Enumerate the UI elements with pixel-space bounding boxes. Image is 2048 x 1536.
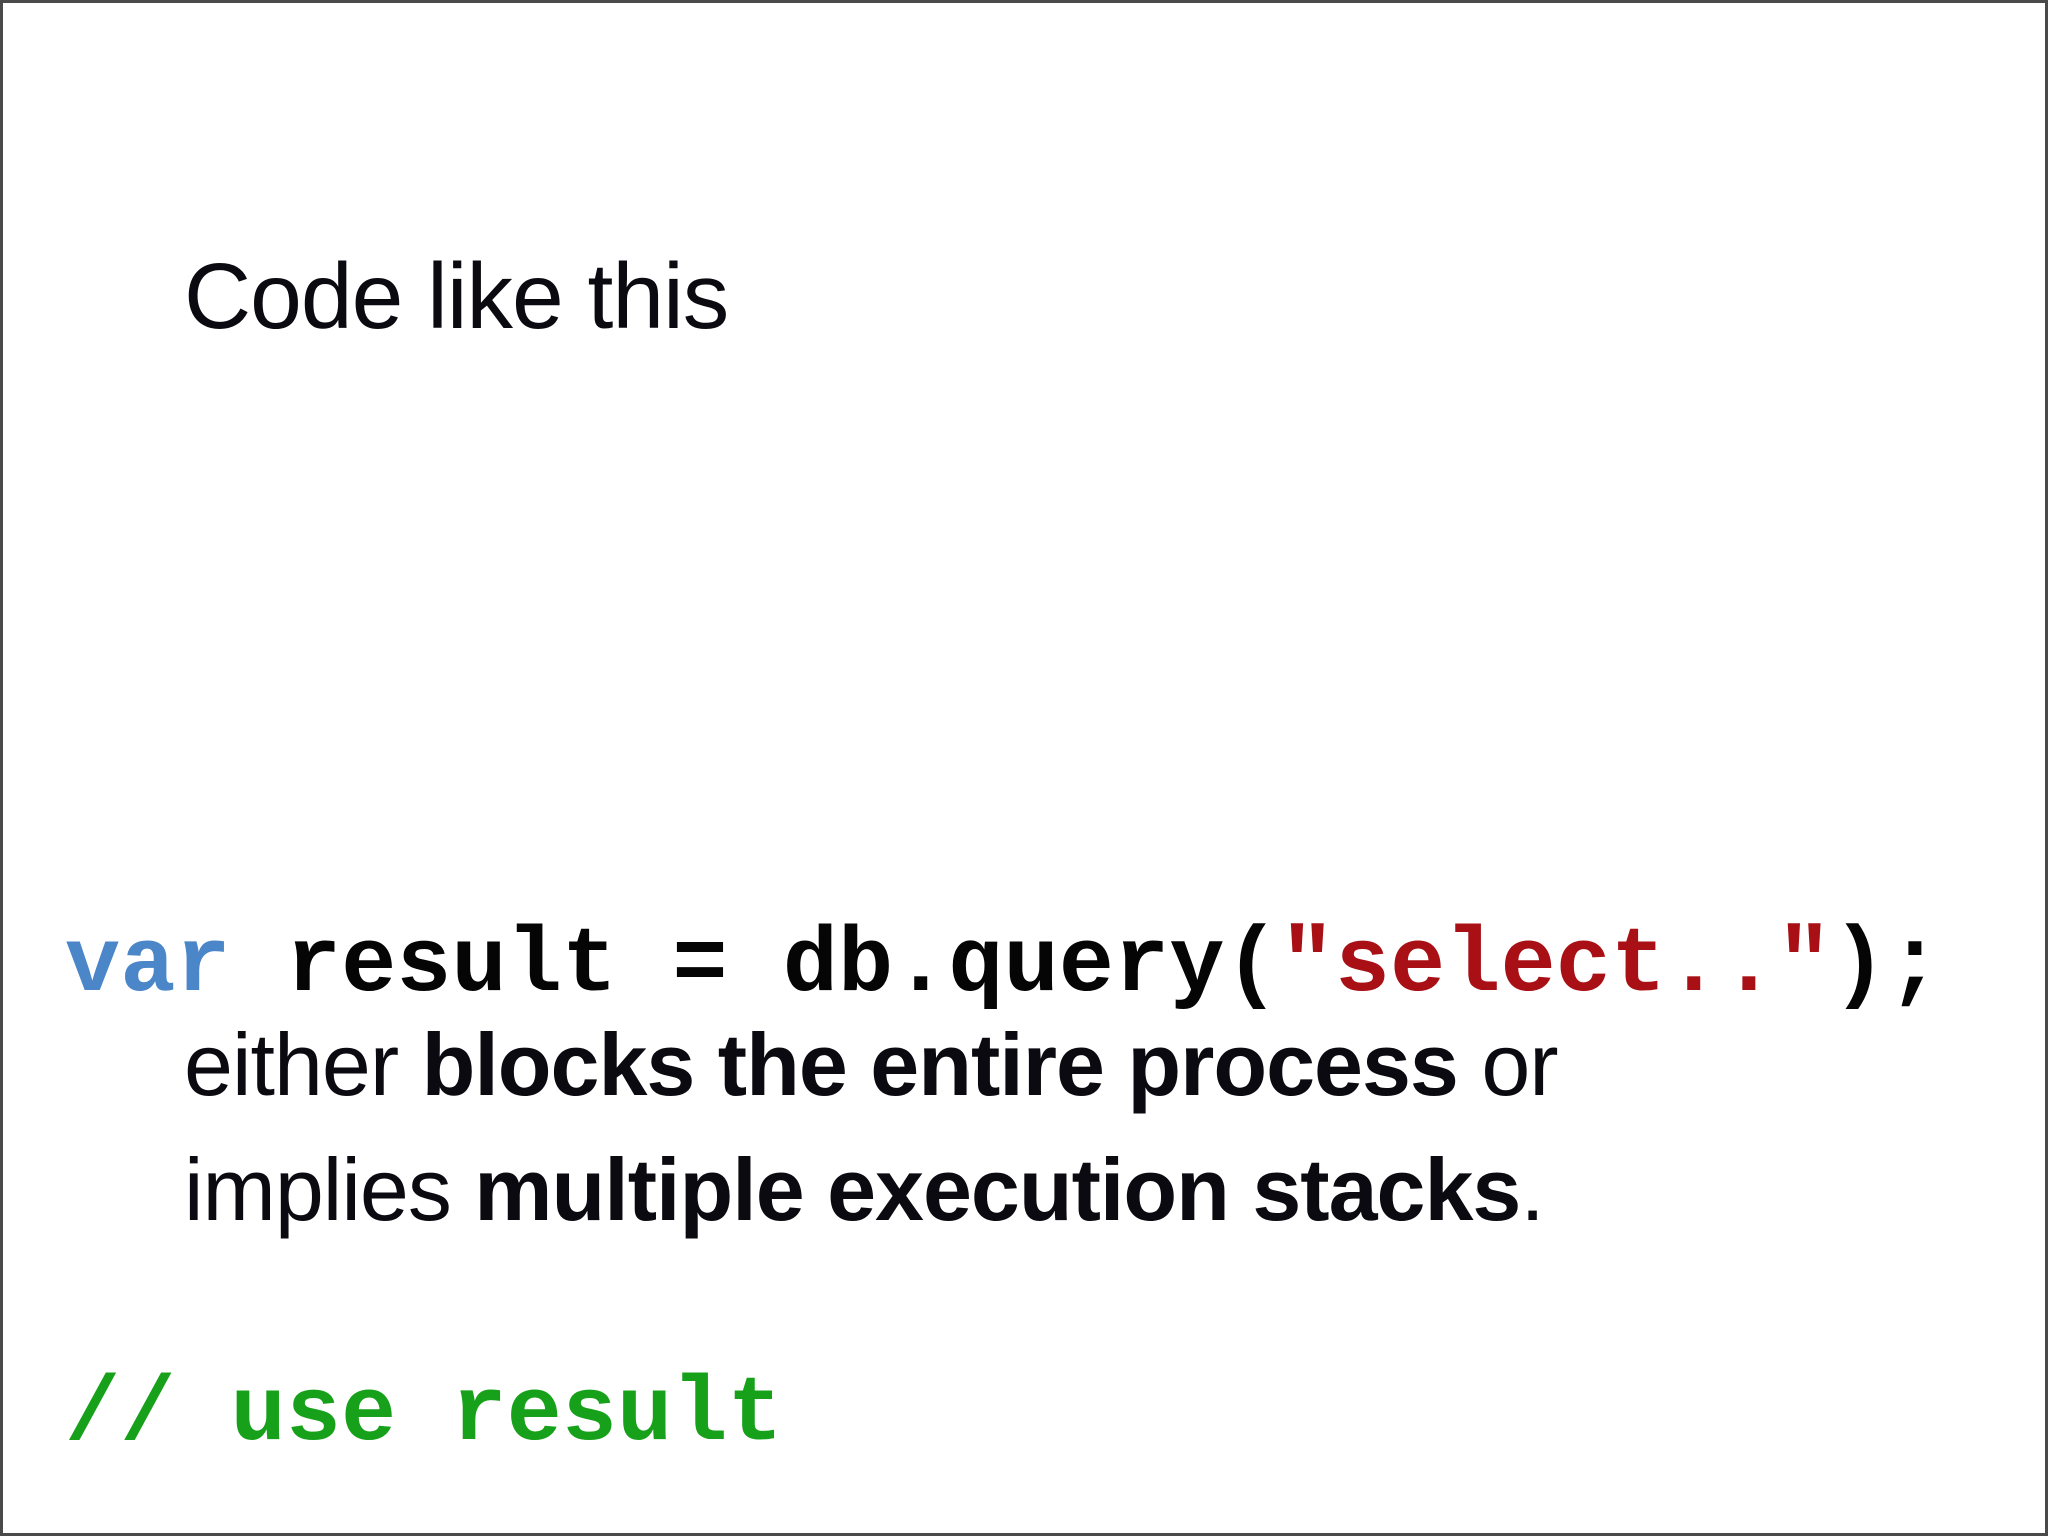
code-token-string-literal: "select.." <box>1279 912 1832 1018</box>
code-token-statement-tail: ); <box>1831 912 1943 1018</box>
code-line-2: // use result <box>65 1359 2025 1471</box>
paragraph-line-1-trail: or <box>1457 1015 1558 1114</box>
code-block: var result = db.query("select.."); // us… <box>65 573 2025 1533</box>
code-token-keyword-var: var <box>65 912 231 1018</box>
paragraph-line-1: either blocks the entire process or <box>184 1003 1964 1128</box>
code-line-1: var result = db.query("select.."); <box>65 910 2025 1022</box>
paragraph-line-2-lead: implies <box>184 1139 475 1239</box>
paragraph-line-1-lead: either <box>184 1015 422 1114</box>
paragraph-line-1-emphasis: blocks the entire process <box>421 1015 1459 1114</box>
code-token-comment: // use result <box>65 1361 783 1467</box>
code-token-space <box>231 913 286 1018</box>
paragraph-line-2: implies multiple execution stacks. <box>184 1128 1964 1253</box>
code-token-declaration: result = db.query( <box>285 912 1280 1018</box>
body-paragraph: either blocks the entire process or impl… <box>184 1003 1964 1253</box>
page-title: Code like this <box>184 244 729 348</box>
paragraph-line-2-trail: . <box>1520 1139 1544 1239</box>
paragraph-line-2-emphasis: multiple execution stacks <box>474 1139 1521 1239</box>
